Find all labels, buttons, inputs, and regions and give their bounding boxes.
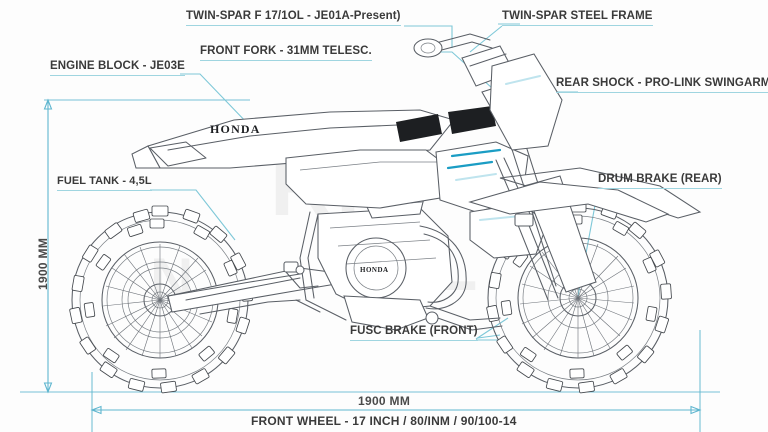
callout-twin-spar-frame: TWIN-SPAR STEEL FRAME [502, 10, 653, 26]
linkage [283, 261, 439, 325]
footer-wheel-spec: FRONT WHEEL - 17 INCH / 80/INM / 90/100-… [251, 414, 517, 428]
front-wheel [486, 201, 672, 394]
callout-engine-block: ENGINE BLOCK - JE03E [50, 60, 185, 76]
frame-tubes [167, 211, 503, 331]
callout-twin-spar-f: TWIN-SPAR F 17/1OL - JE01A-Present) [186, 10, 401, 26]
callout-fuel-tank: FUEL TANK - 4,5L [57, 175, 152, 191]
dimension-lines [20, 98, 720, 432]
callout-drum-brake: DRUM BRAKE (REAR) [598, 173, 722, 189]
rear-wheel [69, 205, 253, 394]
front-fork [413, 33, 670, 293]
brand-mark: HONDA [210, 122, 261, 136]
callout-rear-shock: REAR SHOCK - PRO-LINK SWINGARM [556, 77, 768, 93]
svg-text:HONDA: HONDA [360, 266, 389, 274]
callout-disc-brake: FUSC BRAKE (FRONT) [350, 325, 478, 341]
dimension-height-label: 1900 MM [36, 237, 50, 290]
rear-shock [495, 157, 559, 301]
callout-front-fork: FRONT FORK - 31MM TELESC. [200, 45, 372, 61]
dimension-length-label: 1900 MM [352, 394, 417, 408]
bike-body: HONDA [69, 33, 702, 394]
